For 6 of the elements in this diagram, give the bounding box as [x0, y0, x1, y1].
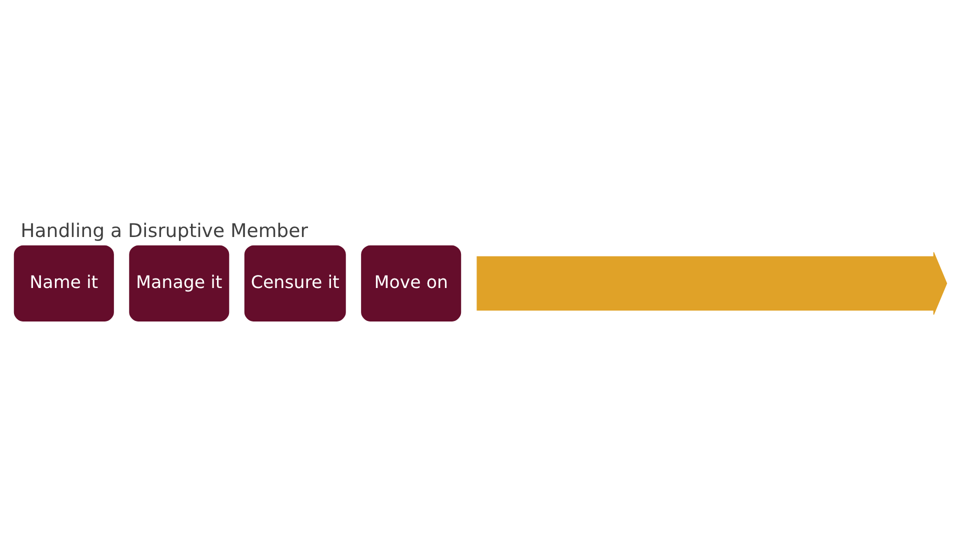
node-box: Manage it — [128, 245, 229, 322]
node-box: Move on — [360, 245, 461, 322]
node-box: Censure it — [244, 245, 346, 322]
node-box: Name it — [13, 245, 114, 322]
diagram-title: Handling a Disruptive Member — [20, 220, 308, 242]
node-arrow — [476, 252, 947, 315]
